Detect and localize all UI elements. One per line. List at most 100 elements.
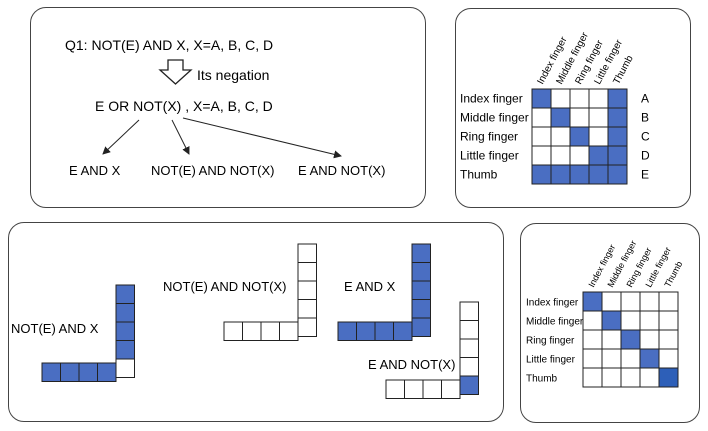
option-label: E — [641, 168, 649, 182]
grid-cell — [601, 291, 622, 312]
grid-cell — [639, 310, 660, 331]
shape-cell — [393, 321, 413, 341]
branch-label-3: E AND NOT(X) — [298, 163, 385, 178]
grid-cell — [620, 367, 641, 388]
negation-expression: E OR NOT(X) , X=A, B, C, D — [95, 98, 273, 114]
shape-cell — [78, 362, 98, 382]
grid-cell — [607, 164, 628, 185]
option-label: A — [641, 92, 649, 106]
shape-cell — [459, 375, 479, 395]
grid-cell — [531, 145, 552, 166]
shape-cell — [385, 379, 405, 399]
shape-cell — [279, 321, 299, 341]
shape-cell — [459, 338, 479, 358]
row-label: Index finger — [526, 297, 579, 308]
row-label: Little finger — [460, 148, 519, 162]
shape-cell — [223, 321, 243, 341]
branch-arrow-2 — [171, 119, 190, 155]
grid-cell — [569, 126, 590, 147]
grid-cell — [658, 310, 679, 331]
shape-cell — [242, 321, 262, 341]
grid-cell — [550, 145, 571, 166]
grid-cell — [531, 126, 552, 147]
shape-cell — [411, 243, 431, 263]
grid-cell — [601, 329, 622, 350]
option-label: B — [641, 111, 649, 125]
shape-cell — [411, 280, 431, 300]
grid-cell — [639, 329, 660, 350]
shape-cell — [260, 321, 280, 341]
grid-cell — [569, 145, 590, 166]
row-label: Middle finger — [460, 110, 529, 124]
outline-down-arrow-icon — [158, 59, 193, 85]
grid-cell — [550, 126, 571, 147]
grid-cell — [658, 348, 679, 369]
branch-arrow-3 — [182, 117, 342, 159]
grid-cell — [569, 107, 590, 128]
grid-cell — [588, 126, 609, 147]
grid-cell — [550, 88, 571, 109]
shape-cell — [411, 317, 431, 337]
grid-cell — [658, 291, 679, 312]
row-label: Ring finger — [460, 129, 518, 143]
row-label: Ring finger — [526, 335, 575, 346]
branch-arrow-1 — [102, 119, 140, 155]
grid-cell — [620, 348, 641, 369]
branch-label-2: NOT(E) AND NOT(X) — [151, 163, 275, 178]
shapes-diagram: NOT(E) AND X NOT(E) AND NOT(X) E AND X E AN… — [11, 243, 479, 399]
branch-label-1: E AND X — [69, 163, 121, 178]
shape-cell — [297, 262, 317, 282]
shape-cell — [115, 321, 135, 341]
grid-cell — [582, 329, 603, 350]
grid-cell — [588, 164, 609, 185]
grid-cell — [607, 126, 628, 147]
shape-cell — [297, 299, 317, 319]
grid-cell — [601, 367, 622, 388]
shape-cell — [97, 362, 117, 382]
shape-label: NOT(E) AND X — [11, 321, 99, 336]
grid-cell — [569, 164, 590, 185]
negation-label: Its negation — [197, 67, 269, 83]
grid-cell — [607, 88, 628, 109]
row-label: Thumb — [460, 167, 498, 181]
grid-cell — [582, 348, 603, 369]
grid-cell — [658, 329, 679, 350]
shape-label: E AND X — [344, 279, 396, 294]
grid-cell — [588, 88, 609, 109]
shape-label: NOT(E) AND NOT(X) — [163, 279, 287, 294]
shape-cell — [115, 340, 135, 360]
shape-cell — [297, 243, 317, 263]
grid-cell — [620, 329, 641, 350]
grid-cell — [639, 367, 660, 388]
shape-cell — [115, 358, 135, 378]
grid-cell — [620, 310, 641, 331]
shape-cell — [115, 303, 135, 323]
logic-diagram: Q1: NOT(E) AND X, X=A, B, C, D Its negat… — [65, 37, 385, 178]
shape-cell — [337, 321, 357, 341]
row-label: Little finger — [526, 354, 576, 365]
shape-cell — [411, 262, 431, 282]
shape-label: E AND NOT(X) — [368, 357, 455, 372]
shapes-panel: NOT(E) AND X NOT(E) AND NOT(X) E AND X E AN… — [8, 222, 504, 422]
grid-cell — [550, 164, 571, 185]
grid-cell — [531, 164, 552, 185]
column-label: Thumb — [662, 260, 684, 289]
grid-cell — [531, 88, 552, 109]
shape-cell — [115, 284, 135, 304]
q1-expression: Q1: NOT(E) AND X, X=A, B, C, D — [65, 37, 273, 53]
shape-cell — [411, 299, 431, 319]
shape-cell — [374, 321, 394, 341]
shape-cell — [404, 379, 424, 399]
shape-cell — [422, 379, 442, 399]
row-label: Index finger — [460, 91, 523, 105]
shape-cell — [41, 362, 61, 382]
grid-cell — [601, 348, 622, 369]
grid-cell — [582, 367, 603, 388]
row-label: Middle finger — [526, 316, 584, 327]
shape-cell — [356, 321, 376, 341]
grid-cell — [550, 107, 571, 128]
grid-cell — [639, 291, 660, 312]
grid-cell — [531, 107, 552, 128]
